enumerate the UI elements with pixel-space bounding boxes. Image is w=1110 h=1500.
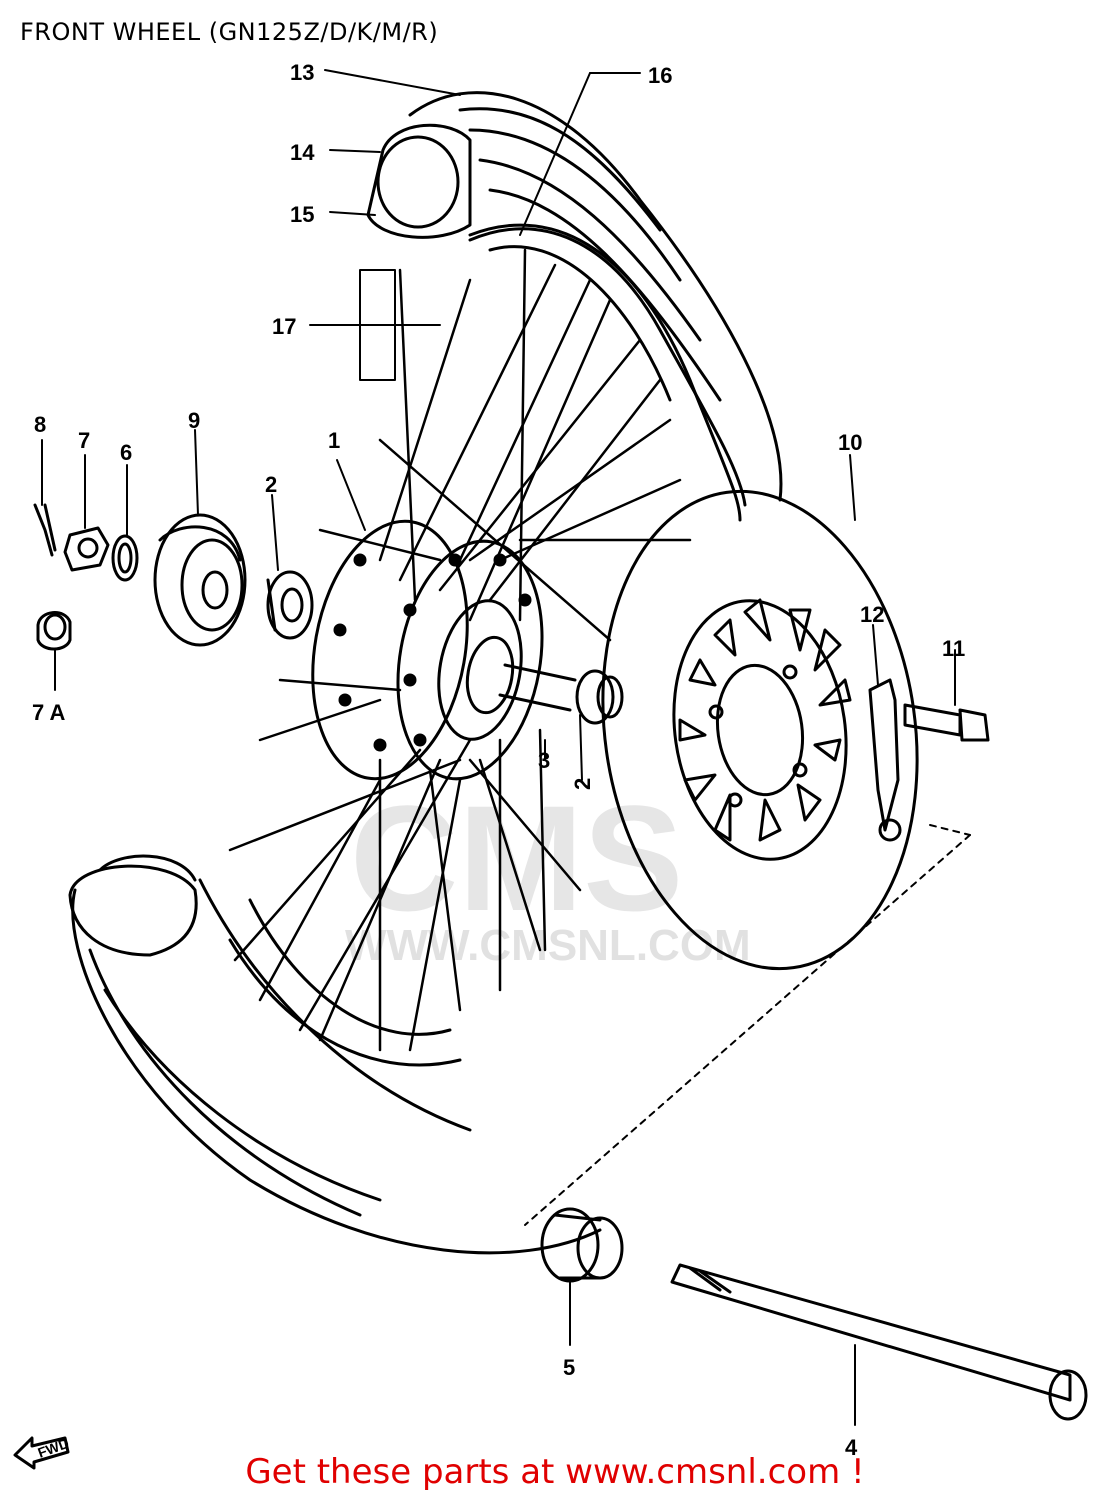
callout-3: 3 xyxy=(538,748,550,773)
tire-cutaway-top xyxy=(366,123,472,239)
callout-12: 12 xyxy=(860,602,884,627)
watermark-url: WWW.CMSNL.COM xyxy=(345,921,751,970)
callout-11: 11 xyxy=(942,636,965,661)
tire xyxy=(71,91,783,1255)
part-11-disc-bolt xyxy=(903,703,990,742)
part-2-bearing-left xyxy=(266,570,314,640)
callout-16: 16 xyxy=(648,63,672,88)
fwd-arrow-icon xyxy=(13,1436,70,1470)
callout-15: 15 xyxy=(290,202,314,227)
diagram-title: FRONT WHEEL (GN125Z/D/K/M/R) xyxy=(20,18,439,46)
leader-lines xyxy=(41,69,956,1426)
brake-disc xyxy=(601,489,919,971)
assembly-projection-lines xyxy=(524,824,971,1226)
callout-8: 8 xyxy=(34,412,46,437)
part-7a-nut xyxy=(36,611,72,651)
hub-spacer xyxy=(498,663,624,725)
part-6-washer xyxy=(111,534,139,582)
callout-9: 9 xyxy=(188,408,200,433)
callout-5: 5 xyxy=(563,1355,575,1380)
callout-labels: 13 14 15 16 17 1 2 8 7 6 9 7 A 10 12 11 … xyxy=(32,60,965,1461)
part-8-cotter-pin xyxy=(33,503,57,557)
callout-4: 4 xyxy=(845,1435,858,1460)
watermark-brand: CMS xyxy=(350,774,683,942)
part-5-axle-spacer xyxy=(540,1207,624,1283)
footer-link-text[interactable]: Get these parts at www.cmsnl.com ! xyxy=(245,1452,865,1492)
callout-2-right: 2 xyxy=(570,778,595,790)
part-12-lock-washer xyxy=(868,678,902,842)
tire-cutaway-bottom xyxy=(68,854,198,957)
callout-2-left: 2 xyxy=(265,472,277,497)
hub xyxy=(311,519,544,781)
callout-13: 13 xyxy=(290,60,314,85)
part-9-speedometer-gearbox xyxy=(153,513,247,647)
callout-14: 14 xyxy=(290,140,315,165)
callout-6: 6 xyxy=(120,440,132,465)
part-4-axle xyxy=(670,1263,1088,1421)
callout-7: 7 xyxy=(78,428,90,453)
spokes xyxy=(228,248,692,1052)
callout-1: 1 xyxy=(328,428,340,453)
callout-10: 10 xyxy=(838,430,862,455)
watermark: CMS WWW.CMSNL.COM xyxy=(345,774,751,970)
callout-17: 17 xyxy=(272,314,296,339)
part-7-castle-nut xyxy=(63,526,110,572)
callout-7a: 7 A xyxy=(32,700,66,725)
